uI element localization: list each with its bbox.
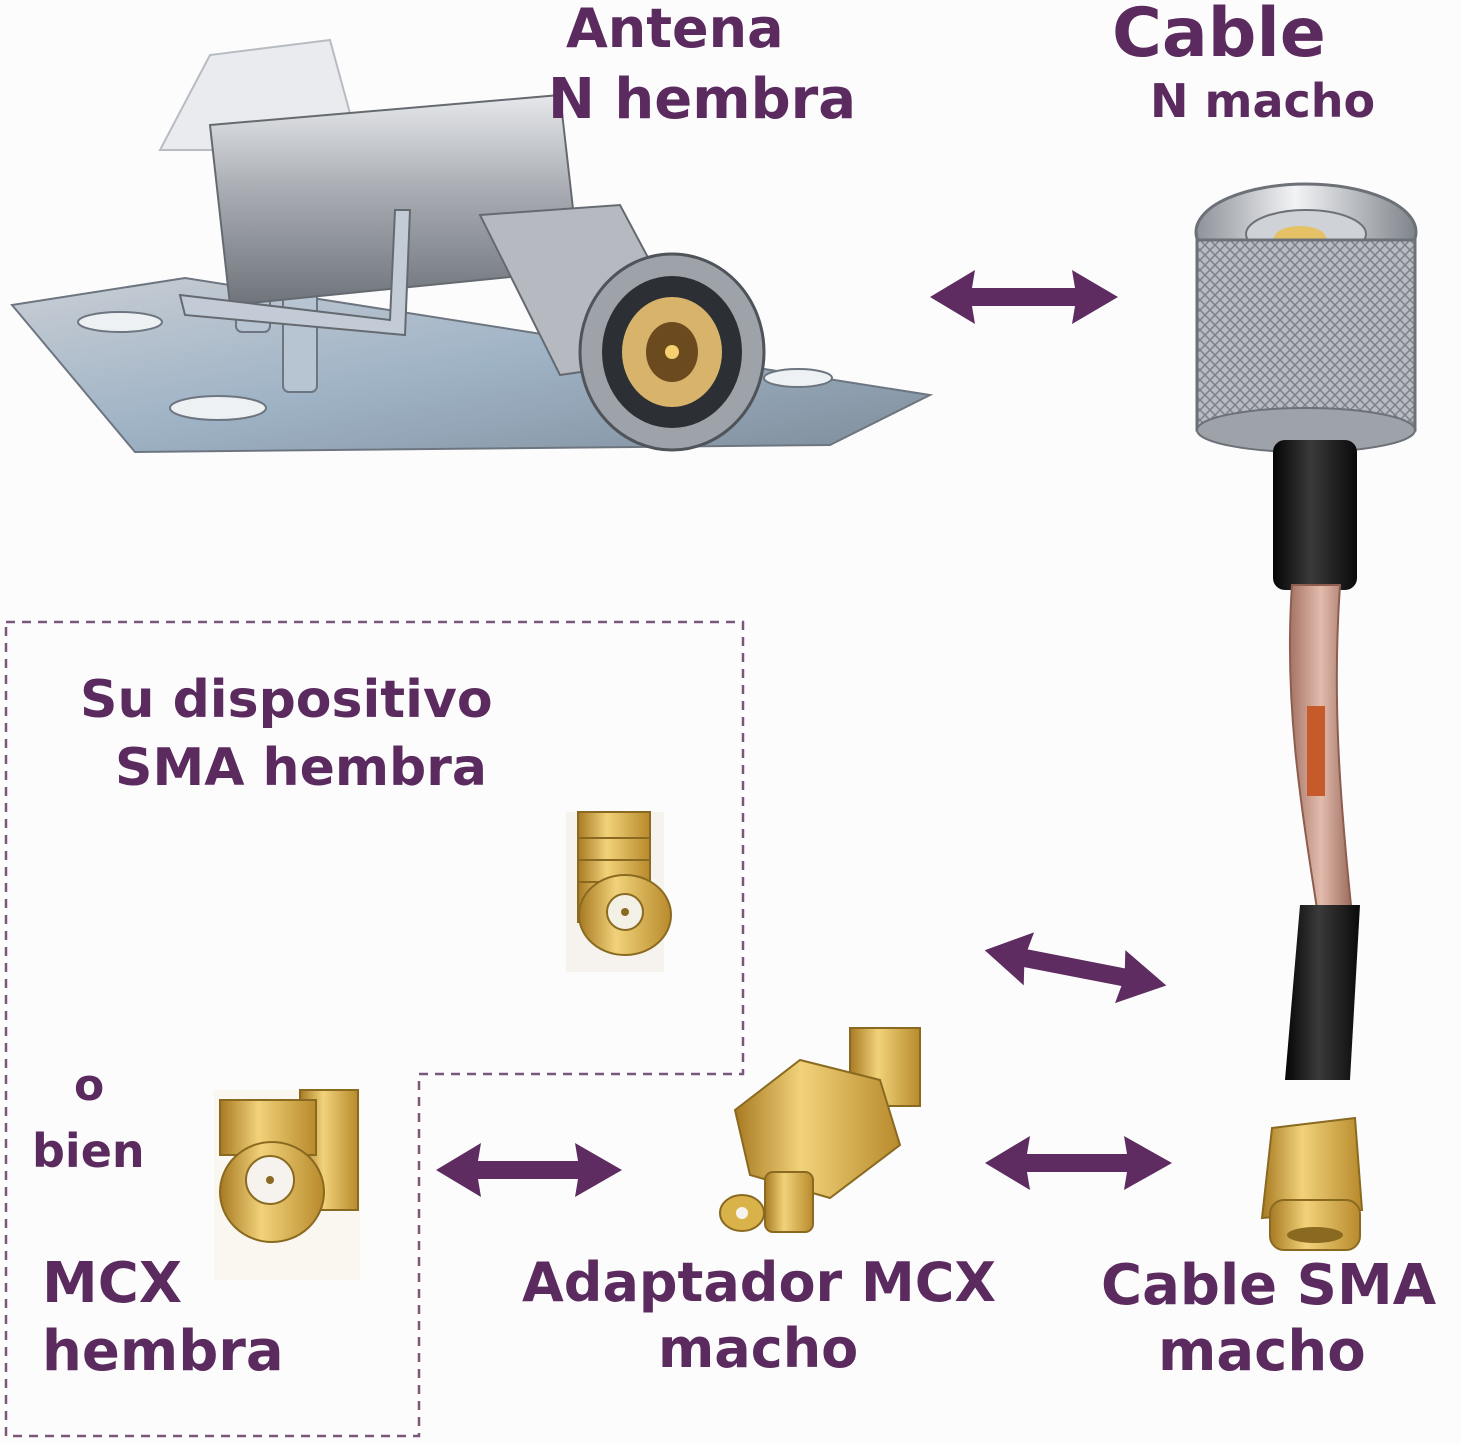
sma-cable-label-line1: Cable SMA [1101, 1253, 1437, 1318]
arrow-adapter-sma-cable [985, 1136, 1172, 1190]
mcx-female-connector-icon [214, 1089, 360, 1280]
arrow-antenna-cable [930, 270, 1118, 324]
mcx-male-adapter-icon [719, 1027, 921, 1233]
device-label-line2: SMA hembra [115, 738, 487, 798]
n-male-connector-icon [1194, 182, 1418, 590]
sma-female-connector-icon [566, 811, 672, 972]
or-label-line1: o [74, 1060, 105, 1111]
mcx-label-line2: hembra [42, 1319, 284, 1384]
arrow-device-sma-cable [984, 932, 1167, 1004]
antenna-n-female-icon [10, 38, 934, 454]
sma-cable-label-line2: macho [1158, 1319, 1366, 1384]
mcx-label-line1: MCX [42, 1251, 182, 1316]
antenna-label-line1: Antena [566, 0, 784, 60]
device-area-outline [4, 620, 745, 1438]
sma-male-connector-icon [1260, 1116, 1364, 1251]
cable-label-line1: Cable [1112, 0, 1326, 73]
arrow-mcx-adapter [436, 1143, 622, 1197]
double-arrow-icon [436, 270, 1172, 1197]
adapter-label-line2: macho [658, 1317, 859, 1380]
cable-label-line2: N macho [1150, 74, 1376, 128]
or-label-line2: bien [32, 1124, 145, 1178]
adapter-label-line1: Adaptador MCX [522, 1251, 996, 1314]
antenna-label-line2: N hembra [548, 67, 857, 132]
coax-cable [1285, 584, 1360, 1080]
device-label-line1: Su dispositivo [80, 670, 493, 730]
